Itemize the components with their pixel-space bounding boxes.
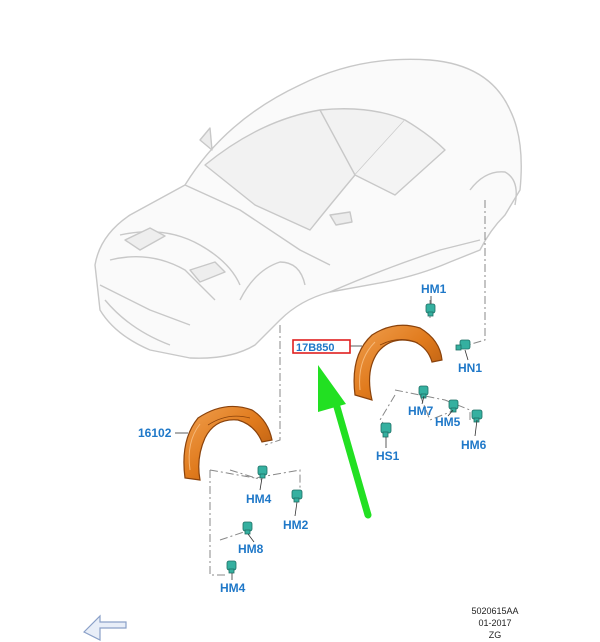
car-body-illustration — [94, 58, 522, 359]
callout-hm7[interactable]: HM7 — [408, 404, 434, 418]
callout-hm4-bottom[interactable]: HM4 — [220, 581, 246, 595]
clip-hm4-bottom-icon — [226, 560, 237, 574]
document-revision: ZG — [488, 630, 502, 640]
clip-hm4-top-icon — [257, 465, 268, 479]
clip-hs1-icon — [380, 422, 392, 438]
callout-hn1[interactable]: HN1 — [458, 361, 482, 375]
callout-hm4-top[interactable]: HM4 — [246, 492, 272, 506]
clip-hm2-icon — [291, 489, 303, 503]
clip-hn1-icon — [455, 339, 471, 351]
selected-part-highlight — [292, 339, 351, 354]
callout-hm2[interactable]: HM2 — [283, 518, 309, 532]
callout-17b850[interactable]: 17B850 — [296, 342, 335, 354]
callout-16102[interactable]: 16102 — [138, 426, 172, 440]
clip-hm5-icon — [448, 399, 459, 413]
green-pointer-arrow-icon — [318, 365, 372, 519]
left-wheel-liner — [183, 405, 273, 481]
callout-hm6[interactable]: HM6 — [461, 438, 487, 452]
fastener-clips — [226, 303, 483, 574]
document-date: 01-2017 — [478, 618, 512, 628]
callout-hm5[interactable]: HM5 — [435, 415, 461, 429]
callout-hm8[interactable]: HM8 — [238, 542, 264, 556]
front-direction-arrow-icon — [82, 614, 127, 641]
clip-hm1-icon — [425, 303, 436, 317]
clip-hm8-icon — [242, 521, 253, 535]
right-wheel-liner — [353, 324, 443, 401]
document-number: 5020615AA — [471, 606, 519, 616]
callout-hs1[interactable]: HS1 — [376, 449, 400, 463]
callout-leaders — [175, 296, 478, 580]
callout-hm1[interactable]: HM1 — [421, 282, 447, 296]
